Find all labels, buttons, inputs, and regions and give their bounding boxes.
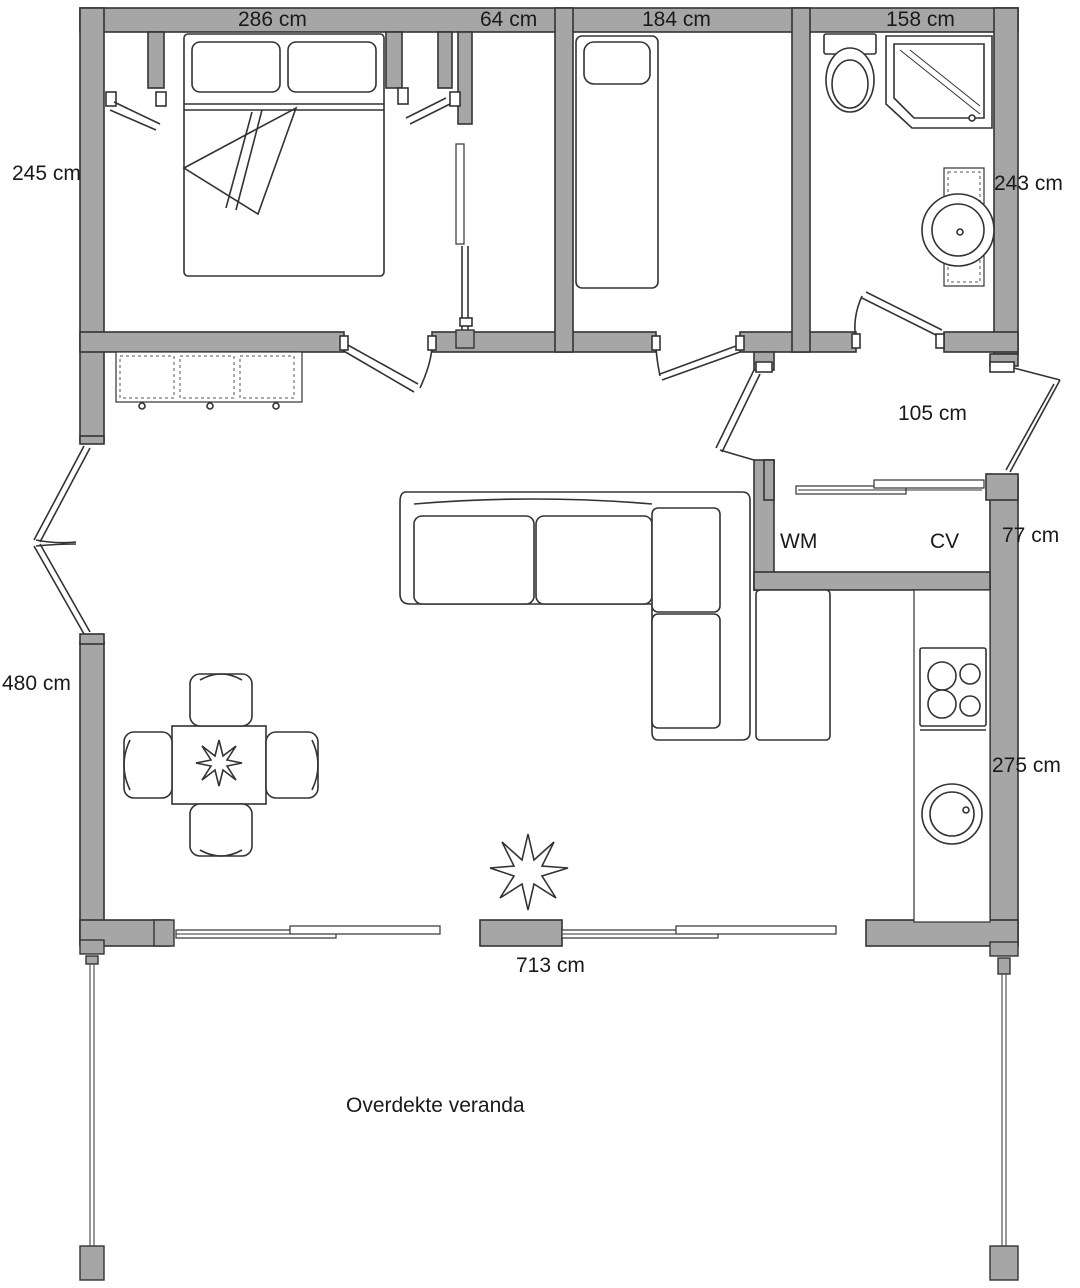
ottoman <box>755 589 831 741</box>
corner-sofa <box>399 491 751 741</box>
bedroom-door <box>339 335 437 393</box>
bathroom-sink <box>921 167 995 287</box>
dim-hall-width: 64 cm <box>480 8 537 31</box>
wall-top <box>79 7 1019 33</box>
wardrobe-door-2 <box>397 87 461 125</box>
dim-bedroom-depth: 245 cm <box>12 162 81 185</box>
dim-entrance-width: 105 cm <box>898 402 967 425</box>
labels: 286 cm 64 cm 184 cm 158 cm 245 cm 243 cm… <box>2 8 1063 1117</box>
wardrobe-door-1 <box>105 91 167 131</box>
wall-stub-4 <box>457 31 473 125</box>
hall-sliding-door <box>455 143 473 330</box>
wall-cabinet <box>115 351 303 410</box>
double-bed <box>182 33 385 277</box>
jamb <box>985 473 1019 501</box>
wall-int-h-4 <box>943 331 1019 353</box>
hall-door <box>715 361 773 461</box>
utility-sliding-door <box>795 479 985 495</box>
dim-bedroom-width: 286 cm <box>238 8 307 31</box>
dining-set <box>123 673 319 857</box>
wall-right-lower <box>989 477 1019 945</box>
jamb <box>79 939 105 955</box>
wall-util-bottom <box>753 571 991 591</box>
entrance-door <box>989 361 1061 473</box>
jamb <box>153 919 175 947</box>
jamb <box>763 459 775 501</box>
dim-bathroom-width: 158 cm <box>886 8 955 31</box>
walls <box>79 7 1019 947</box>
wall-int-v-1 <box>554 7 574 353</box>
shower <box>885 35 993 129</box>
label-washing-machine: WM <box>780 530 817 553</box>
jamb <box>79 633 105 645</box>
wall-left-lower <box>79 641 105 943</box>
room2-door <box>651 335 745 381</box>
dim-kitchen-length: 275 cm <box>992 754 1061 777</box>
front-sliding-doors <box>175 925 837 939</box>
dim-front-width: 713 cm <box>516 954 585 977</box>
wall-stub-2 <box>385 31 403 89</box>
plant <box>489 833 569 911</box>
doors <box>33 87 1061 939</box>
jamb <box>989 941 1019 957</box>
dim-room2-width: 184 cm <box>642 8 711 31</box>
wall-int-v-2 <box>791 7 811 353</box>
wall-int-h-1 <box>79 331 345 353</box>
toilet <box>823 33 877 113</box>
jamb <box>79 435 105 445</box>
furniture <box>115 33 995 923</box>
wall-bottom-mid <box>479 919 563 947</box>
veranda-posts <box>79 955 1019 1281</box>
jamb <box>455 329 475 349</box>
kitchen-counter <box>913 589 991 923</box>
wall-stub-1 <box>147 31 165 89</box>
door-jambs <box>79 329 1019 957</box>
wall-right-upper <box>993 7 1019 355</box>
wall-left-upper <box>79 7 105 443</box>
side-double-door <box>33 445 91 635</box>
table-flower <box>195 739 243 787</box>
wall-stub-3 <box>437 31 453 89</box>
single-bed <box>575 35 659 289</box>
label-veranda: Overdekte veranda <box>346 1094 525 1117</box>
label-boiler: CV <box>930 530 959 553</box>
dim-utility-depth: 77 cm <box>1002 524 1059 547</box>
dim-bathroom-depth: 243 cm <box>994 172 1063 195</box>
bathroom-door <box>851 291 945 349</box>
dim-living-depth: 480 cm <box>2 672 71 695</box>
